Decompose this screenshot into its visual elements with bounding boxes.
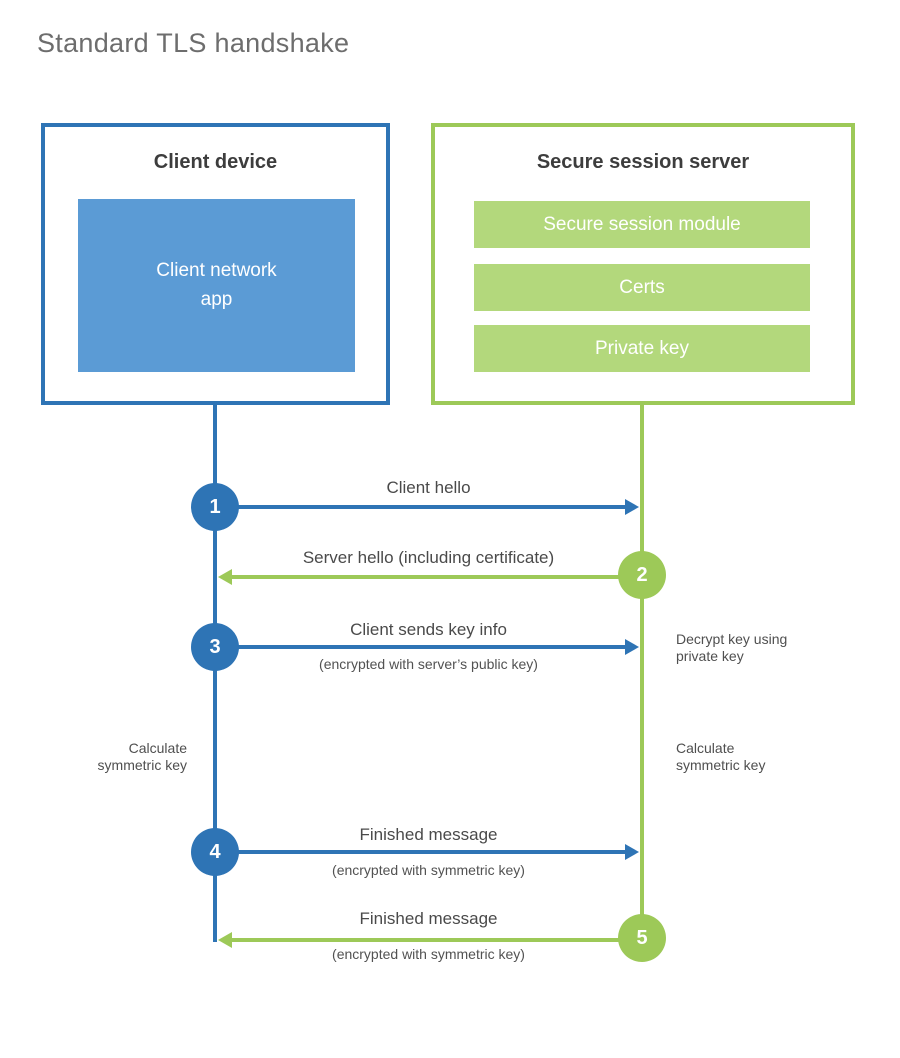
label-finished-client: Finished message xyxy=(359,825,498,844)
arrow-finished-server xyxy=(218,932,642,948)
client-device-title: Client device xyxy=(153,151,278,173)
label-client-hello: Client hello xyxy=(386,478,471,497)
secure-session-server-title: Secure session server xyxy=(536,151,750,173)
client-lifeline xyxy=(213,405,217,942)
step-circle-5: 5 xyxy=(618,914,666,962)
server-module-private-key: Private key xyxy=(474,325,810,372)
label-server-hello: Server hello (including certificate) xyxy=(302,548,555,567)
note-decrypt-key: Decrypt key using private key xyxy=(676,631,788,664)
arrow-client-key-info xyxy=(215,639,639,655)
client-network-app-label: Client network app xyxy=(156,260,277,310)
server-module-certs: Certs xyxy=(474,264,810,311)
label-finished-server: Finished message xyxy=(359,909,498,928)
sublabel-finished-client: (encrypted with symmetric key) xyxy=(332,862,525,878)
page-title: Standard TLS handshake xyxy=(37,28,350,58)
arrow-client-hello xyxy=(215,499,639,515)
server-lifeline xyxy=(640,405,644,938)
client-device-box: Client device Client network app xyxy=(41,123,390,405)
step-circle-4: 4 xyxy=(191,828,239,876)
client-network-app-box: Client network app xyxy=(78,199,355,372)
arrow-server-hello xyxy=(218,569,642,585)
step-circle-2: 2 xyxy=(618,551,666,599)
sublabel-finished-server: (encrypted with symmetric key) xyxy=(332,946,525,962)
server-module-secure-session: Secure session module xyxy=(474,201,810,248)
step-circle-3: 3 xyxy=(191,623,239,671)
label-client-key-info: Client sends key info xyxy=(350,620,507,639)
note-calculate-symmetric-key-client: Calculate symmetric key xyxy=(97,740,187,773)
note-calculate-symmetric-key-server: Calculate symmetric key xyxy=(676,740,766,773)
secure-session-server-box: Secure session server Secure session mod… xyxy=(431,123,855,405)
step-circle-1: 1 xyxy=(191,483,239,531)
sublabel-client-key-info: (encrypted with server’s public key) xyxy=(319,656,538,672)
arrow-finished-client xyxy=(215,844,639,860)
